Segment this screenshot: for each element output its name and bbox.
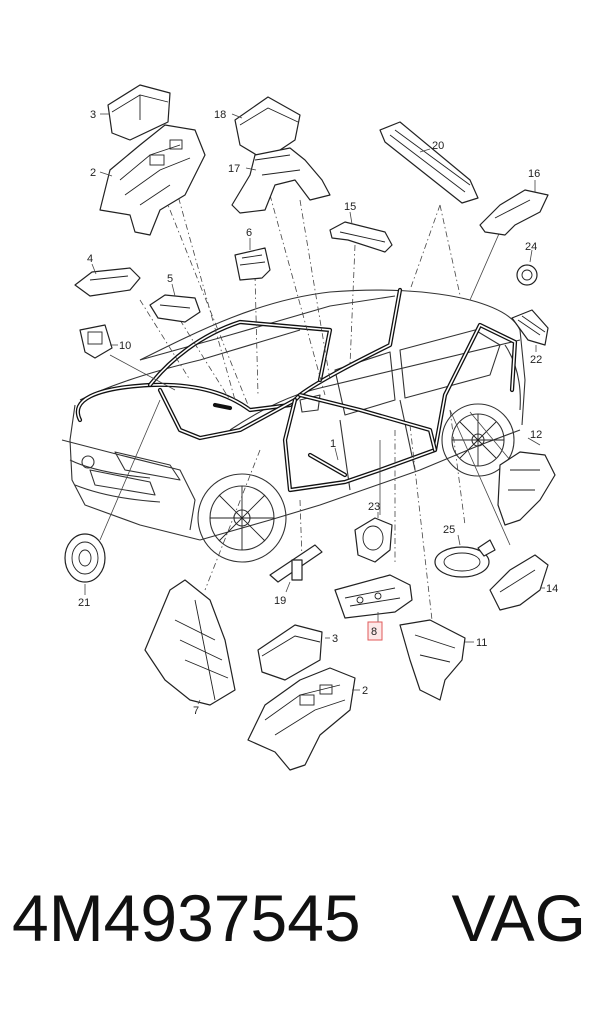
brand-label: VAG: [451, 881, 586, 955]
callout-3-top: 3: [90, 109, 96, 121]
part-7-bracket: [144, 579, 236, 706]
part-25-cap: [434, 539, 496, 578]
part-22-speaker-grille: [511, 309, 549, 346]
part-number: 4M4937545: [12, 881, 361, 955]
callout-14: 14: [546, 583, 558, 595]
callout-6: 6: [246, 227, 252, 239]
callout-1: 1: [330, 438, 336, 450]
part-20-duct-strip: [379, 121, 479, 204]
callout-15: 15: [344, 201, 356, 213]
callout-22: 22: [530, 354, 542, 366]
part-24-grommet: [516, 264, 538, 286]
callout-5: 5: [167, 273, 173, 285]
part-14-duct: [489, 554, 549, 611]
highlight-box-8: [367, 621, 383, 641]
callout-3-bottom: 3: [332, 633, 338, 645]
callout-16: 16: [528, 168, 540, 180]
callout-12: 12: [530, 429, 542, 441]
callout-18: 18: [214, 109, 226, 121]
callout-labels: 3 2 18 17 20 16 15 6 24 4 5 10 22 1 12 2…: [78, 109, 558, 717]
part-4-bracket: [74, 267, 141, 297]
part-11-bracket: [399, 619, 466, 701]
part-8-bracket: [334, 574, 413, 619]
callout-8: 8: [371, 626, 377, 638]
part-2-bracket-bottom: [247, 667, 356, 771]
car-body-outline: [61, 289, 526, 563]
part-3-control-module-top: [107, 84, 171, 141]
callout-24: 24: [525, 241, 537, 253]
callout-2-bottom: 2: [362, 685, 368, 697]
part-18-cover: [234, 96, 301, 161]
callout-7: 7: [193, 705, 199, 717]
part-3-control-module-bottom: [257, 624, 323, 681]
part-21-speaker: [64, 533, 106, 583]
wiring-harness-diagram: 3 2 18 17 20 16 15 6 24 4 5 10 22 1 12 2…: [61, 84, 558, 771]
part-19-clip: [269, 544, 323, 583]
part-5-holder: [149, 294, 201, 323]
callout-20: 20: [432, 140, 444, 152]
part-12-duct: [497, 451, 556, 526]
callout-17: 17: [228, 163, 240, 175]
part-16-duct: [479, 189, 549, 236]
callout-10: 10: [119, 340, 131, 352]
footer: 4M4937545 VAG: [0, 880, 600, 990]
part-6-connector: [234, 247, 271, 281]
part-15-clip-strip: [329, 221, 393, 253]
part-17-duct: [231, 147, 331, 214]
callout-19: 19: [274, 595, 286, 607]
leader-lines: [99, 184, 511, 621]
part-2-bracket-top: [99, 124, 206, 236]
callout-11: 11: [476, 637, 487, 649]
callout-25: 25: [443, 524, 455, 536]
part-10-switch: [79, 324, 113, 359]
part-23-grommet: [354, 517, 393, 563]
wiring-harness: [75, 287, 518, 493]
callout-2-top: 2: [90, 167, 96, 179]
callout-21: 21: [78, 597, 90, 609]
callout-4: 4: [87, 253, 93, 265]
callout-23: 23: [368, 501, 380, 513]
